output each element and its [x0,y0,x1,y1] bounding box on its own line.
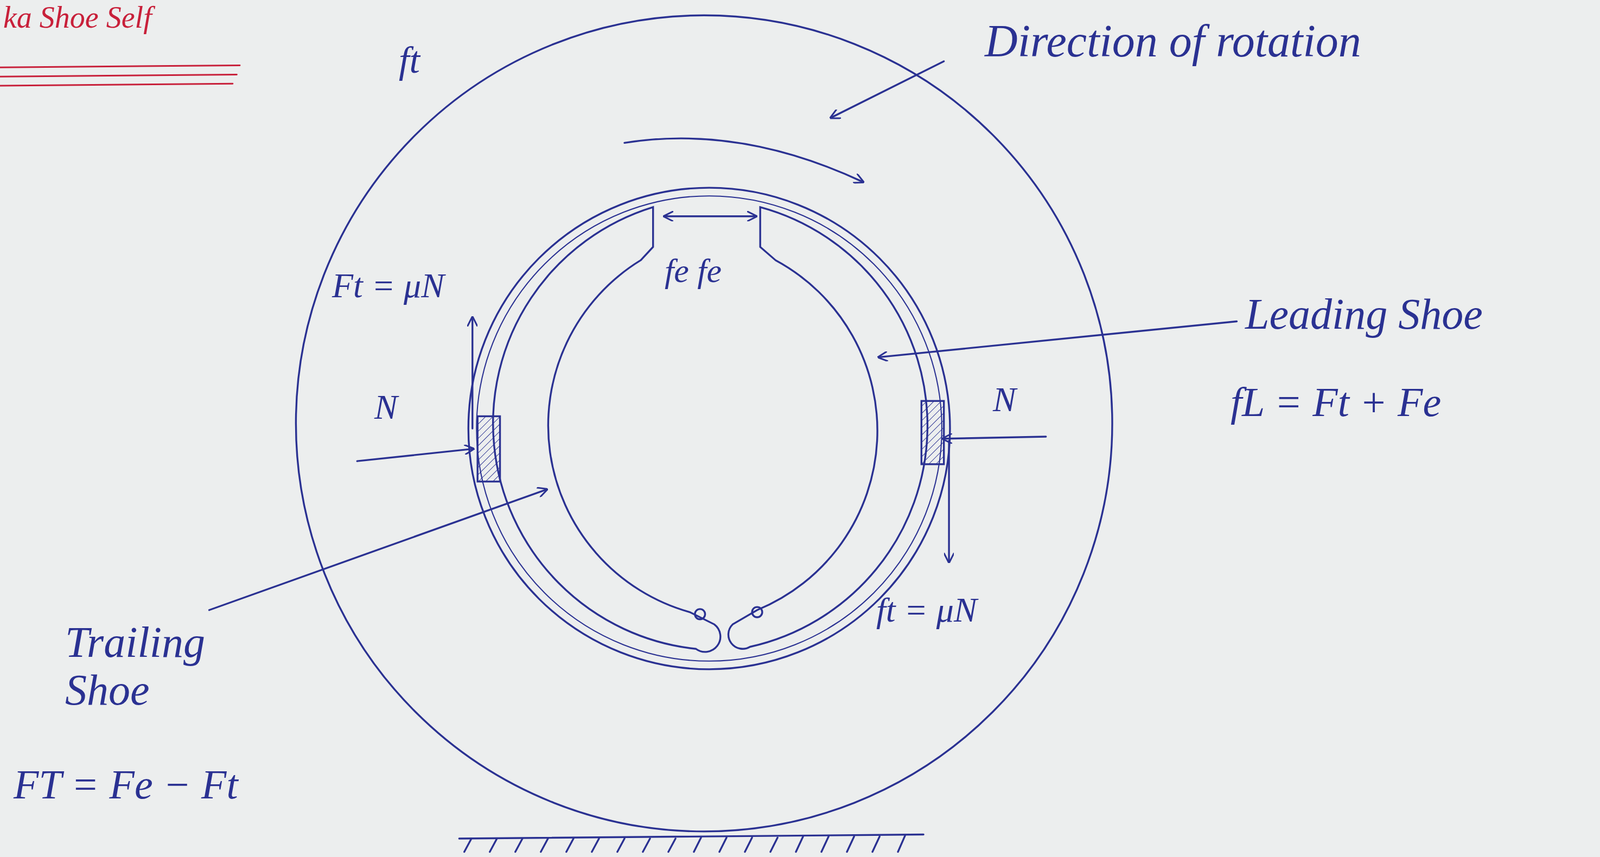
force-label: ft [398,39,420,81]
part-name: Trailing Shoe [65,618,277,715]
force-equation: fL = Ft + Fe [1230,379,1442,426]
normal-force-label: N [374,388,398,427]
friction-force-label: Ft = μN [332,266,445,305]
normal-force-label: N [992,380,1017,419]
rotation-label: Direction of rotation [984,16,1362,67]
heading-note: ka Shoe Self [3,1,152,35]
part-name: Leading Shoe [1245,290,1483,339]
force-equation: FT = Fe − Ft [13,762,239,808]
friction-force-label: ft = μN [876,591,978,630]
expander-force-label: fe fe [664,252,722,290]
